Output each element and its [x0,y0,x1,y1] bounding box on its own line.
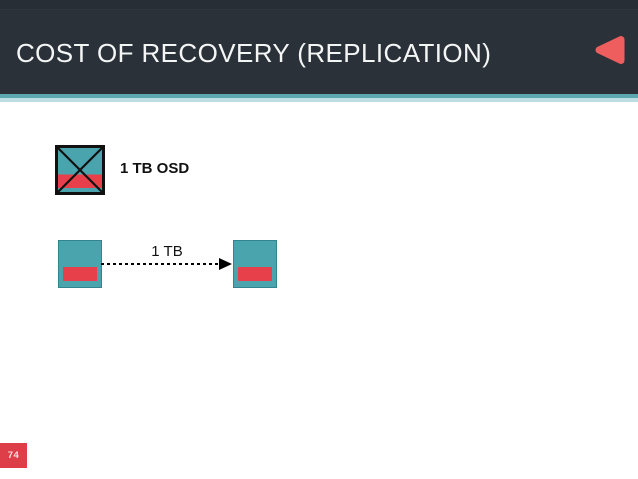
header-accent-bar-light [0,98,638,102]
legend-osd-label: 1 TB OSD [120,160,190,177]
osd-box-target [233,240,277,288]
crossed-osd-icon [55,145,105,195]
slide-header: COST OF RECOVERY (REPLICATION) [0,0,638,94]
header-accent-bar [0,94,638,98]
page-number-badge: 74 [0,443,27,468]
transfer-arrow-icon [101,258,232,270]
osd-box-source [58,240,102,288]
header-top-strip [0,0,638,10]
transfer-label: 1 TB [151,243,183,260]
used-capacity-bar [63,267,97,281]
used-capacity-bar [238,267,272,281]
left-triangle-icon [595,36,625,64]
slide-title: COST OF RECOVERY (REPLICATION) [16,38,492,68]
